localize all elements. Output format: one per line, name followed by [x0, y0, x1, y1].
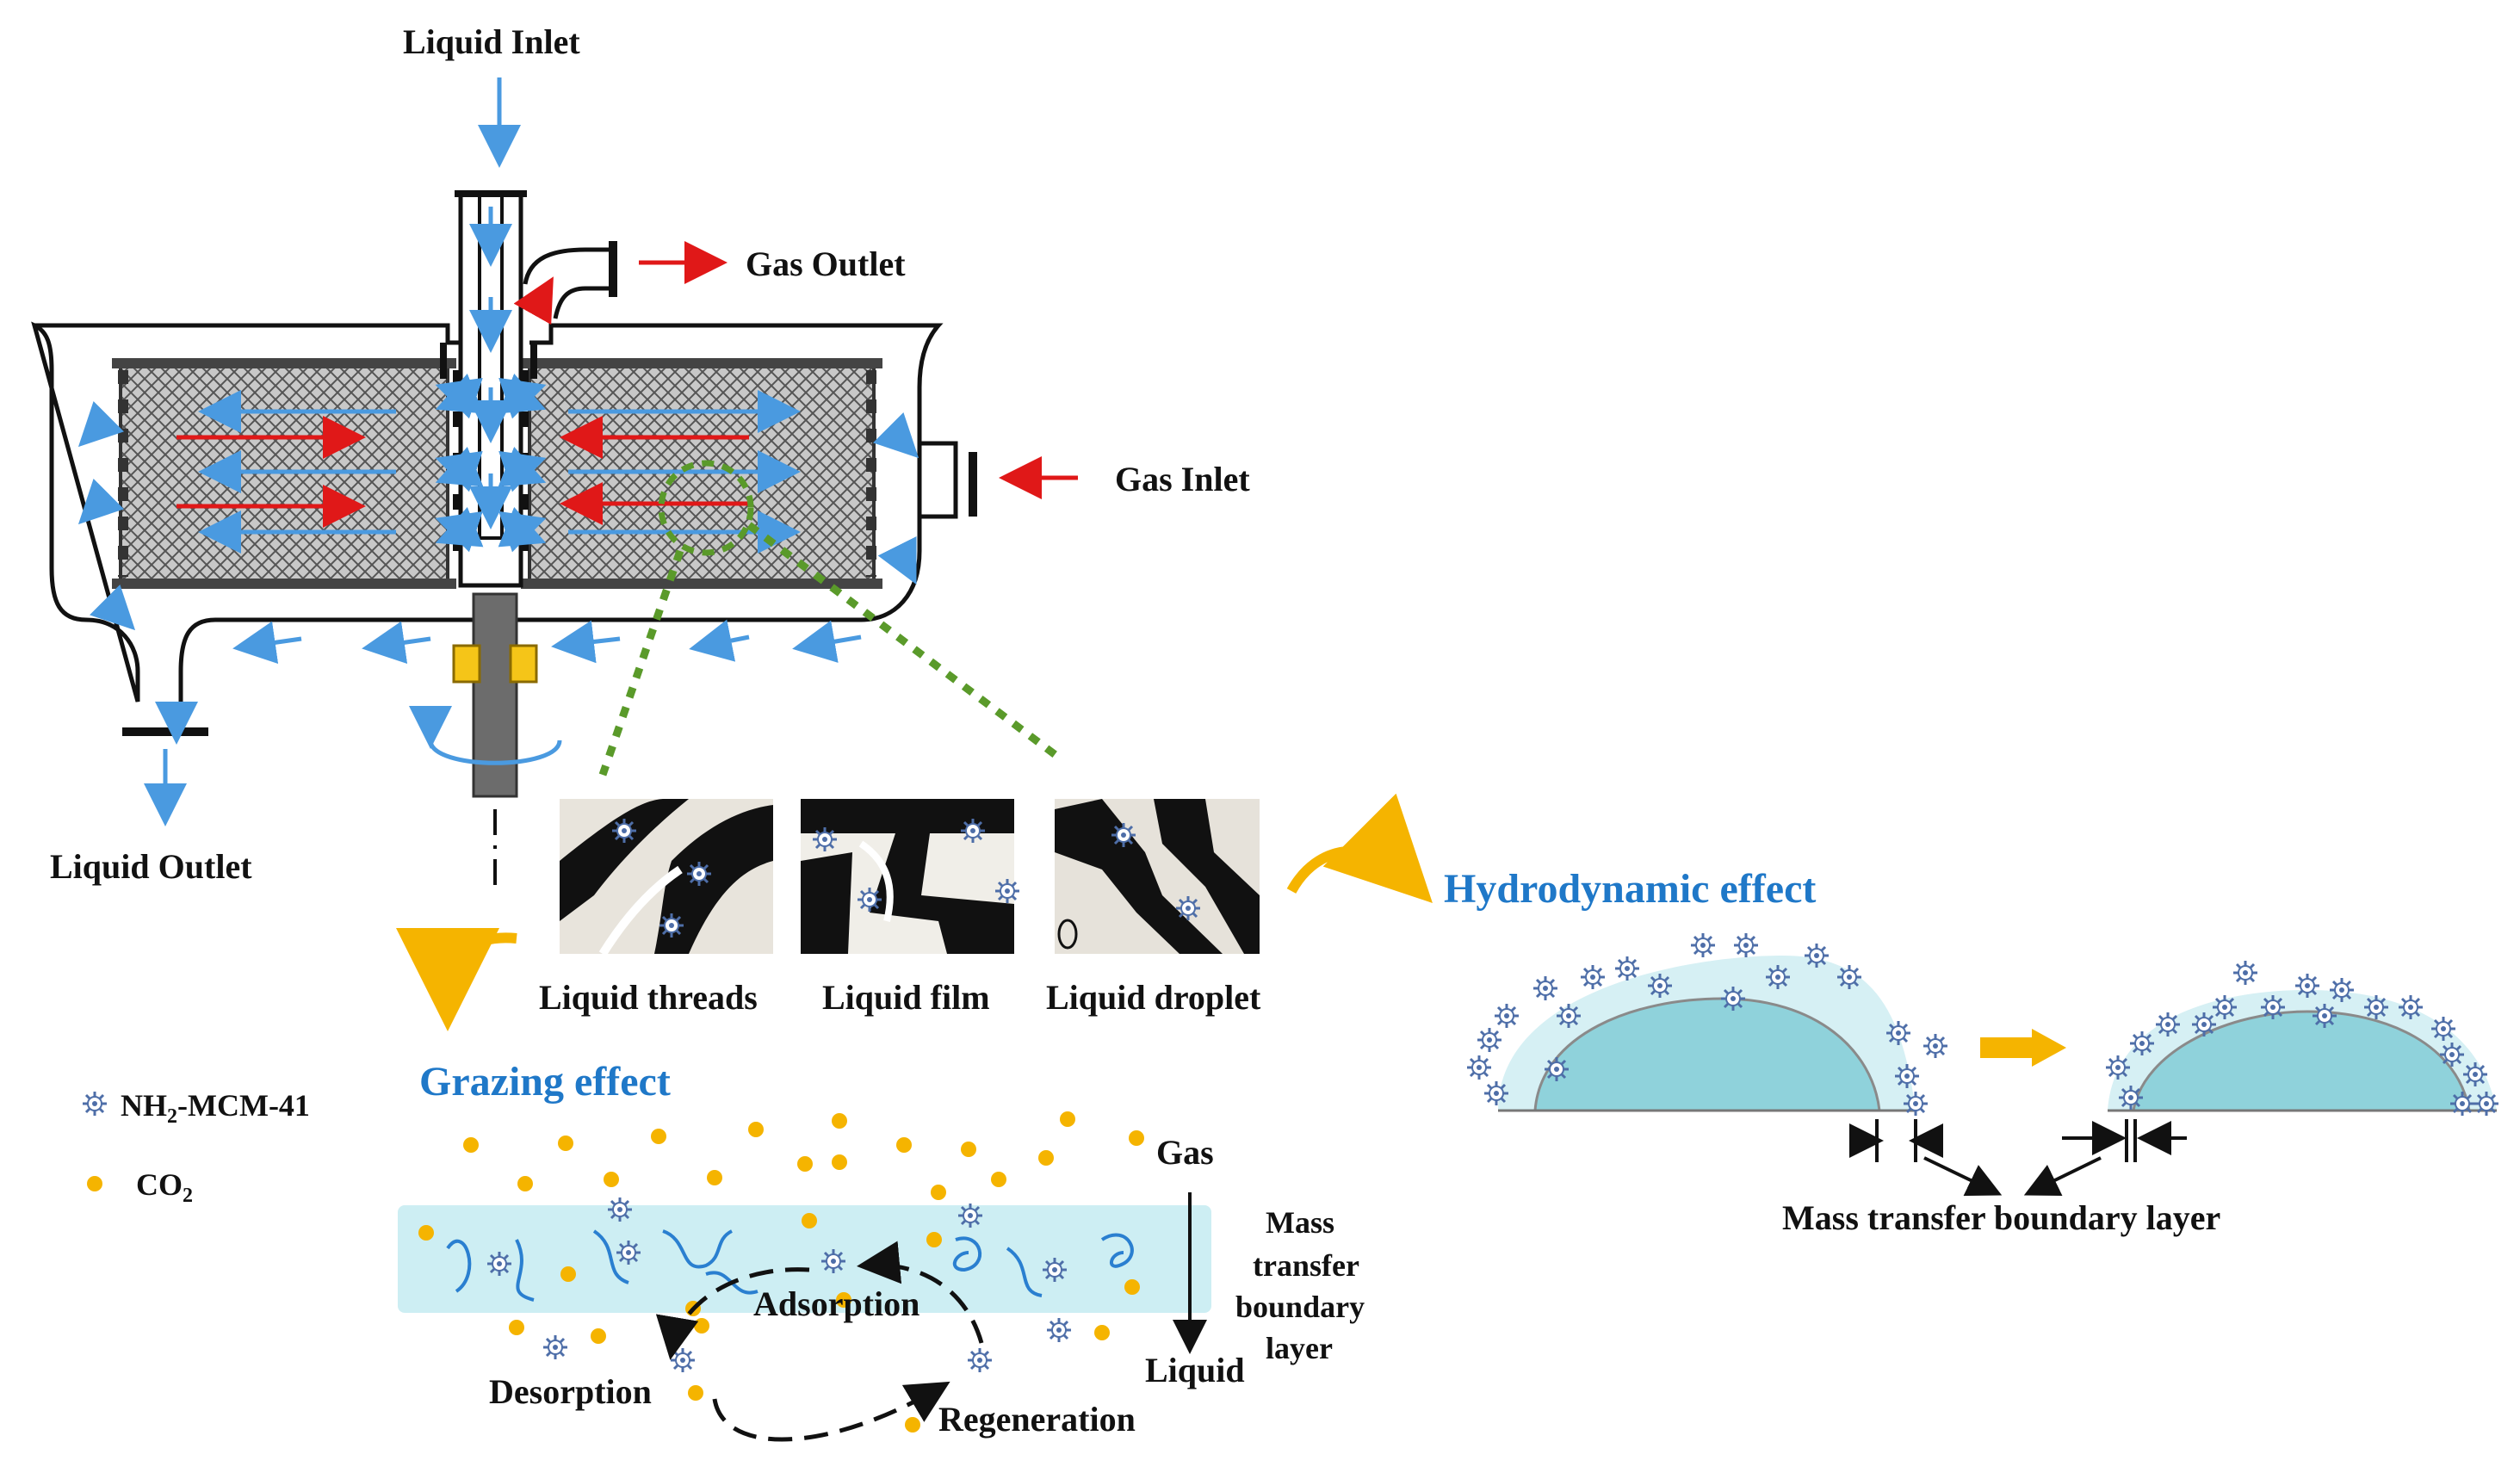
droplet-before [1465, 931, 1949, 1117]
transition-arrow [1980, 1037, 2032, 1058]
rotating-packed-bed [31, 77, 1078, 895]
liquid-droplet-image [1055, 799, 1260, 954]
gas-outlet-pipe [523, 247, 613, 319]
liquid-droplet-label: Liquid droplet [1046, 978, 1261, 1017]
regeneration-label: Regeneration [938, 1400, 1136, 1439]
liquid-film-label: Liquid film [822, 978, 990, 1017]
liquid-layer [398, 1205, 1211, 1313]
rotation-arrow-icon [408, 705, 562, 765]
boundary-layer-markers [1849, 1119, 2187, 1197]
adsorption-label: Adsorption [753, 1284, 919, 1323]
legend-nanoparticle-label: NH2-MCM-41 [121, 1088, 310, 1128]
shaft [472, 592, 518, 798]
mt-line1: Mass [1266, 1205, 1334, 1240]
polymer-swirls [446, 1229, 1134, 1302]
mass-transfer-boundary-layer-label: Mass transfer boundary layer [1782, 1198, 2220, 1237]
legend-co2-label: CO2 [136, 1167, 193, 1207]
liquid-outlet-label: Liquid Outlet [50, 847, 252, 886]
droplet-after [2104, 959, 2500, 1117]
liquid-inlet-label: Liquid Inlet [403, 22, 580, 61]
liquid-label: Liquid [1145, 1351, 1245, 1389]
bearing-left [452, 644, 481, 684]
gas-label: Gas [1156, 1133, 1214, 1172]
mass-transfer-boundary-label: Mass transfer boundary layer [1235, 1205, 1365, 1365]
mt-line3: boundary [1235, 1290, 1365, 1324]
gas-inlet-label: Gas Inlet [1115, 460, 1250, 498]
adsorption-cycle [655, 1241, 984, 1442]
liquid-film-image [801, 799, 1021, 954]
curved-arrow-icon [396, 927, 517, 1031]
nanoparticle-icon [81, 1090, 108, 1117]
liquid-threads-image [560, 799, 773, 956]
gas-inlet-nozzle [919, 441, 958, 519]
co2-dot-icon [87, 1176, 102, 1191]
desorption-label: Desorption [489, 1372, 652, 1411]
curved-arrow-icon [1286, 793, 1433, 903]
hydrodynamic-effect-title: Hydrodynamic effect [1444, 866, 1816, 912]
legend: NH2-MCM-41 CO2 [81, 1088, 310, 1207]
grazing-effect-title: Grazing effect [419, 1059, 671, 1105]
bearing-right [509, 644, 538, 684]
zoom-circle [658, 460, 754, 556]
mt-line2: transfer [1253, 1248, 1359, 1283]
liquid-threads-label: Liquid threads [539, 978, 758, 1017]
mt-line4: layer [1266, 1331, 1333, 1365]
gas-outlet-label: Gas Outlet [746, 244, 906, 283]
